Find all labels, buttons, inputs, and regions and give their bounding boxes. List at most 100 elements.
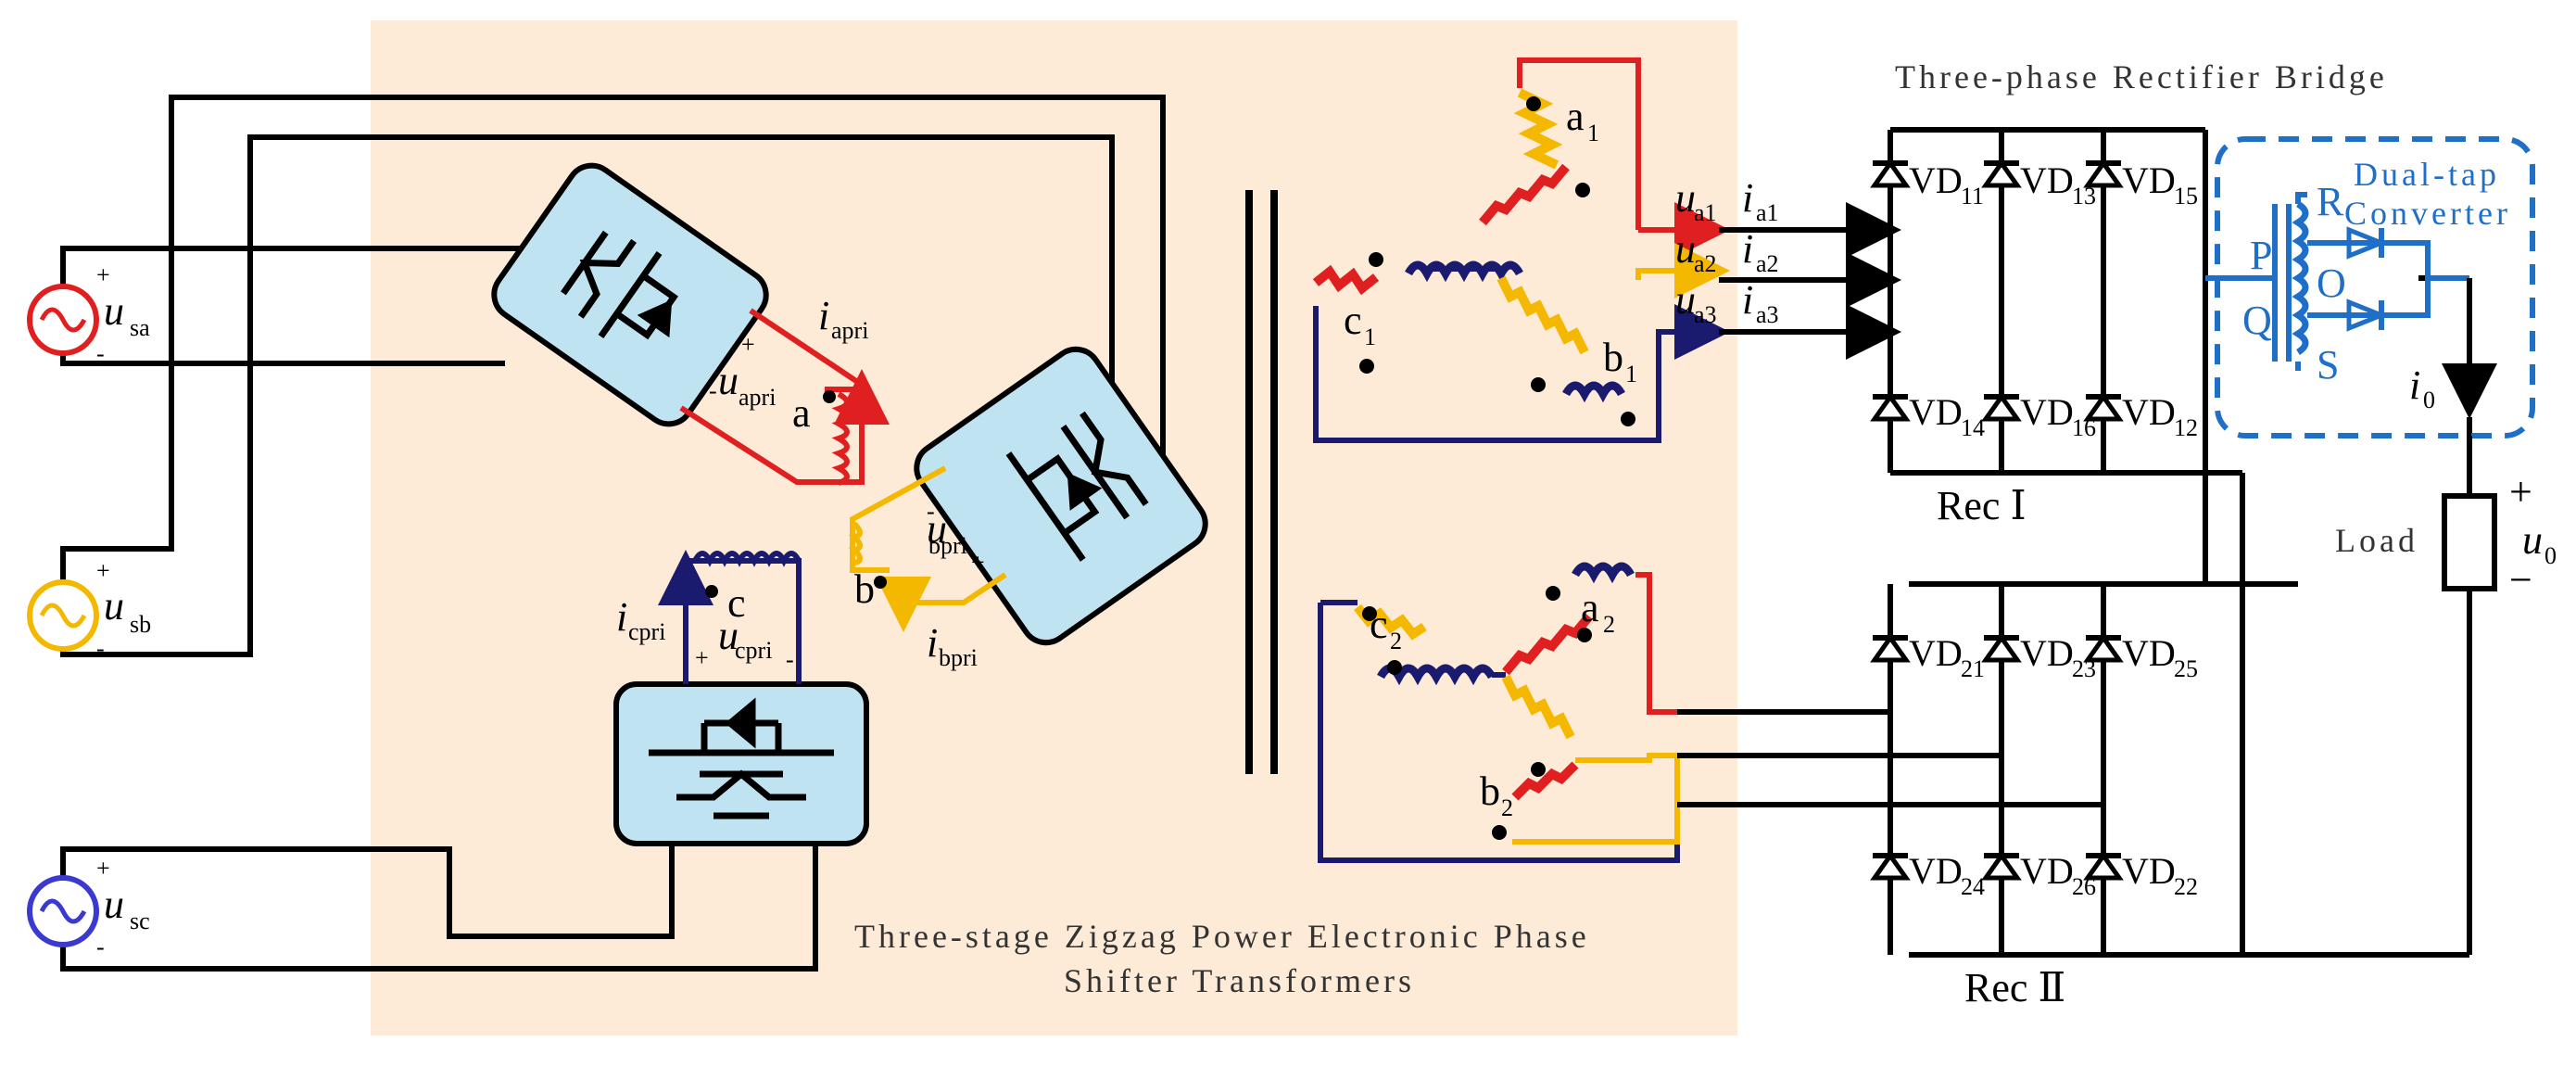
svg-text:u: u [104,583,124,629]
svg-text:apri: apri [831,317,868,344]
dual-tap-converter: P Q R O S Dual-tap Converter [2205,136,2535,438]
svg-text:S: S [2317,342,2339,387]
secondary-2-labels: c 2 a 2 b 2 [1370,585,1615,821]
load-resistor: Load + u 0 − [2335,436,2557,603]
svg-text:a1: a1 [1694,199,1717,226]
svg-text:21: 21 [1961,655,1985,682]
pst-title-line1: Three-stage Zigzag Power Electronic Phas… [854,918,1590,955]
svg-text:a: a [1581,585,1599,630]
svg-text:+: + [741,331,755,358]
rec-2-label: Rec Ⅱ [1964,965,2065,1010]
svg-text:Q: Q [2242,298,2272,343]
svg-text:+: + [971,549,985,576]
svg-text:VD: VD [1909,391,1963,433]
rectifier-bridge-title: Three-phase Rectifier Bridge [1895,58,2388,95]
svg-text:-: - [927,498,935,525]
svg-text:VD: VD [1909,632,1963,674]
svg-text:sb: sb [130,611,151,638]
secondary-1-output-wires [1719,202,1901,360]
svg-text:14: 14 [1961,414,1985,441]
svg-text:u: u [718,358,739,403]
svg-text:-: - [96,635,105,662]
svg-text:VD: VD [2020,632,2074,674]
svg-text:-: - [96,934,105,960]
secondary-1-dots [1359,96,1635,426]
svg-text:b: b [1603,335,1623,380]
svg-text:VD: VD [1909,850,1963,892]
converter-c [613,681,869,846]
svg-text:+: + [2509,469,2532,514]
transformer-core [1245,190,1278,774]
svg-text:−: − [2509,557,2532,603]
svg-text:i: i [1742,277,1753,323]
svg-text:i: i [1742,226,1753,272]
svg-text:c: c [1344,298,1362,343]
svg-text:26: 26 [2072,873,2096,900]
svg-text:sa: sa [130,314,150,341]
svg-text:a: a [792,390,811,436]
svg-text:+: + [695,644,709,671]
secondary-2 [1318,562,1680,863]
svg-text:Load: Load [2335,522,2418,559]
converter-b [914,346,1208,646]
svg-text:VD: VD [2122,391,2176,433]
svg-text:i: i [616,594,627,640]
svg-text:-: - [709,377,717,404]
svg-text:i: i [1742,175,1753,221]
svg-text:25: 25 [2174,655,2198,682]
svg-text:a1: a1 [1756,199,1779,226]
converter-a [491,162,769,427]
svg-text:a2: a2 [1694,250,1717,277]
svg-text:VD: VD [1909,159,1963,201]
svg-text:a: a [1566,94,1585,139]
svg-text:22: 22 [2174,873,2198,900]
svg-text:sc: sc [130,908,150,934]
svg-text:0: 0 [2423,387,2435,413]
svg-text:i: i [927,620,938,666]
svg-text:13: 13 [2072,183,2096,210]
svg-text:a3: a3 [1694,301,1717,328]
svg-text:c: c [727,580,746,626]
svg-text:Converter: Converter [2344,195,2511,232]
svg-text:u: u [2522,517,2543,563]
svg-text:cpri: cpri [628,618,665,645]
secondary-1-output-labels: u a1 i a1 u a2 i a2 u a3 i a3 [1675,175,1779,328]
svg-text:a2: a2 [1756,250,1779,277]
svg-text:Dual-tap: Dual-tap [2354,156,2500,193]
svg-text:1: 1 [1625,361,1637,387]
svg-text:bpri: bpri [928,532,967,559]
svg-text:u: u [1675,175,1696,221]
source-wiring [60,95,1166,972]
source-sb: + u sb - [27,557,151,662]
load-current: i 0 [2409,278,2497,419]
svg-text:VD: VD [2122,159,2176,201]
svg-text:u: u [1675,277,1696,323]
secondary-2-dots [1362,586,1592,840]
svg-text:VD: VD [2020,391,2074,433]
svg-text:i: i [2409,362,2420,408]
svg-text:1: 1 [1364,324,1376,350]
source-sa: + u sa - [27,261,150,367]
svg-text:u: u [927,506,947,552]
svg-text:b: b [1480,768,1500,814]
svg-text:O: O [2317,260,2346,306]
source-sc: + u sc - [27,855,150,960]
svg-text:c: c [1370,602,1388,647]
svg-text:12: 12 [2174,414,2198,441]
svg-text:u: u [104,882,124,927]
svg-text:0: 0 [2544,542,2557,569]
svg-text:23: 23 [2072,655,2096,682]
svg-text:11: 11 [1961,183,1984,210]
svg-text:P: P [2250,233,2272,278]
svg-text:i: i [818,293,829,338]
rec-1-label: Rec Ⅰ [1937,483,2027,528]
svg-text:R: R [2317,179,2344,224]
svg-text:b: b [854,566,875,612]
svg-text:a3: a3 [1756,301,1779,328]
svg-text:apri: apri [739,384,776,411]
svg-text:-: - [786,646,794,673]
svg-text:1: 1 [1587,120,1599,146]
svg-text:16: 16 [2072,414,2096,441]
svg-text:u: u [718,613,739,658]
